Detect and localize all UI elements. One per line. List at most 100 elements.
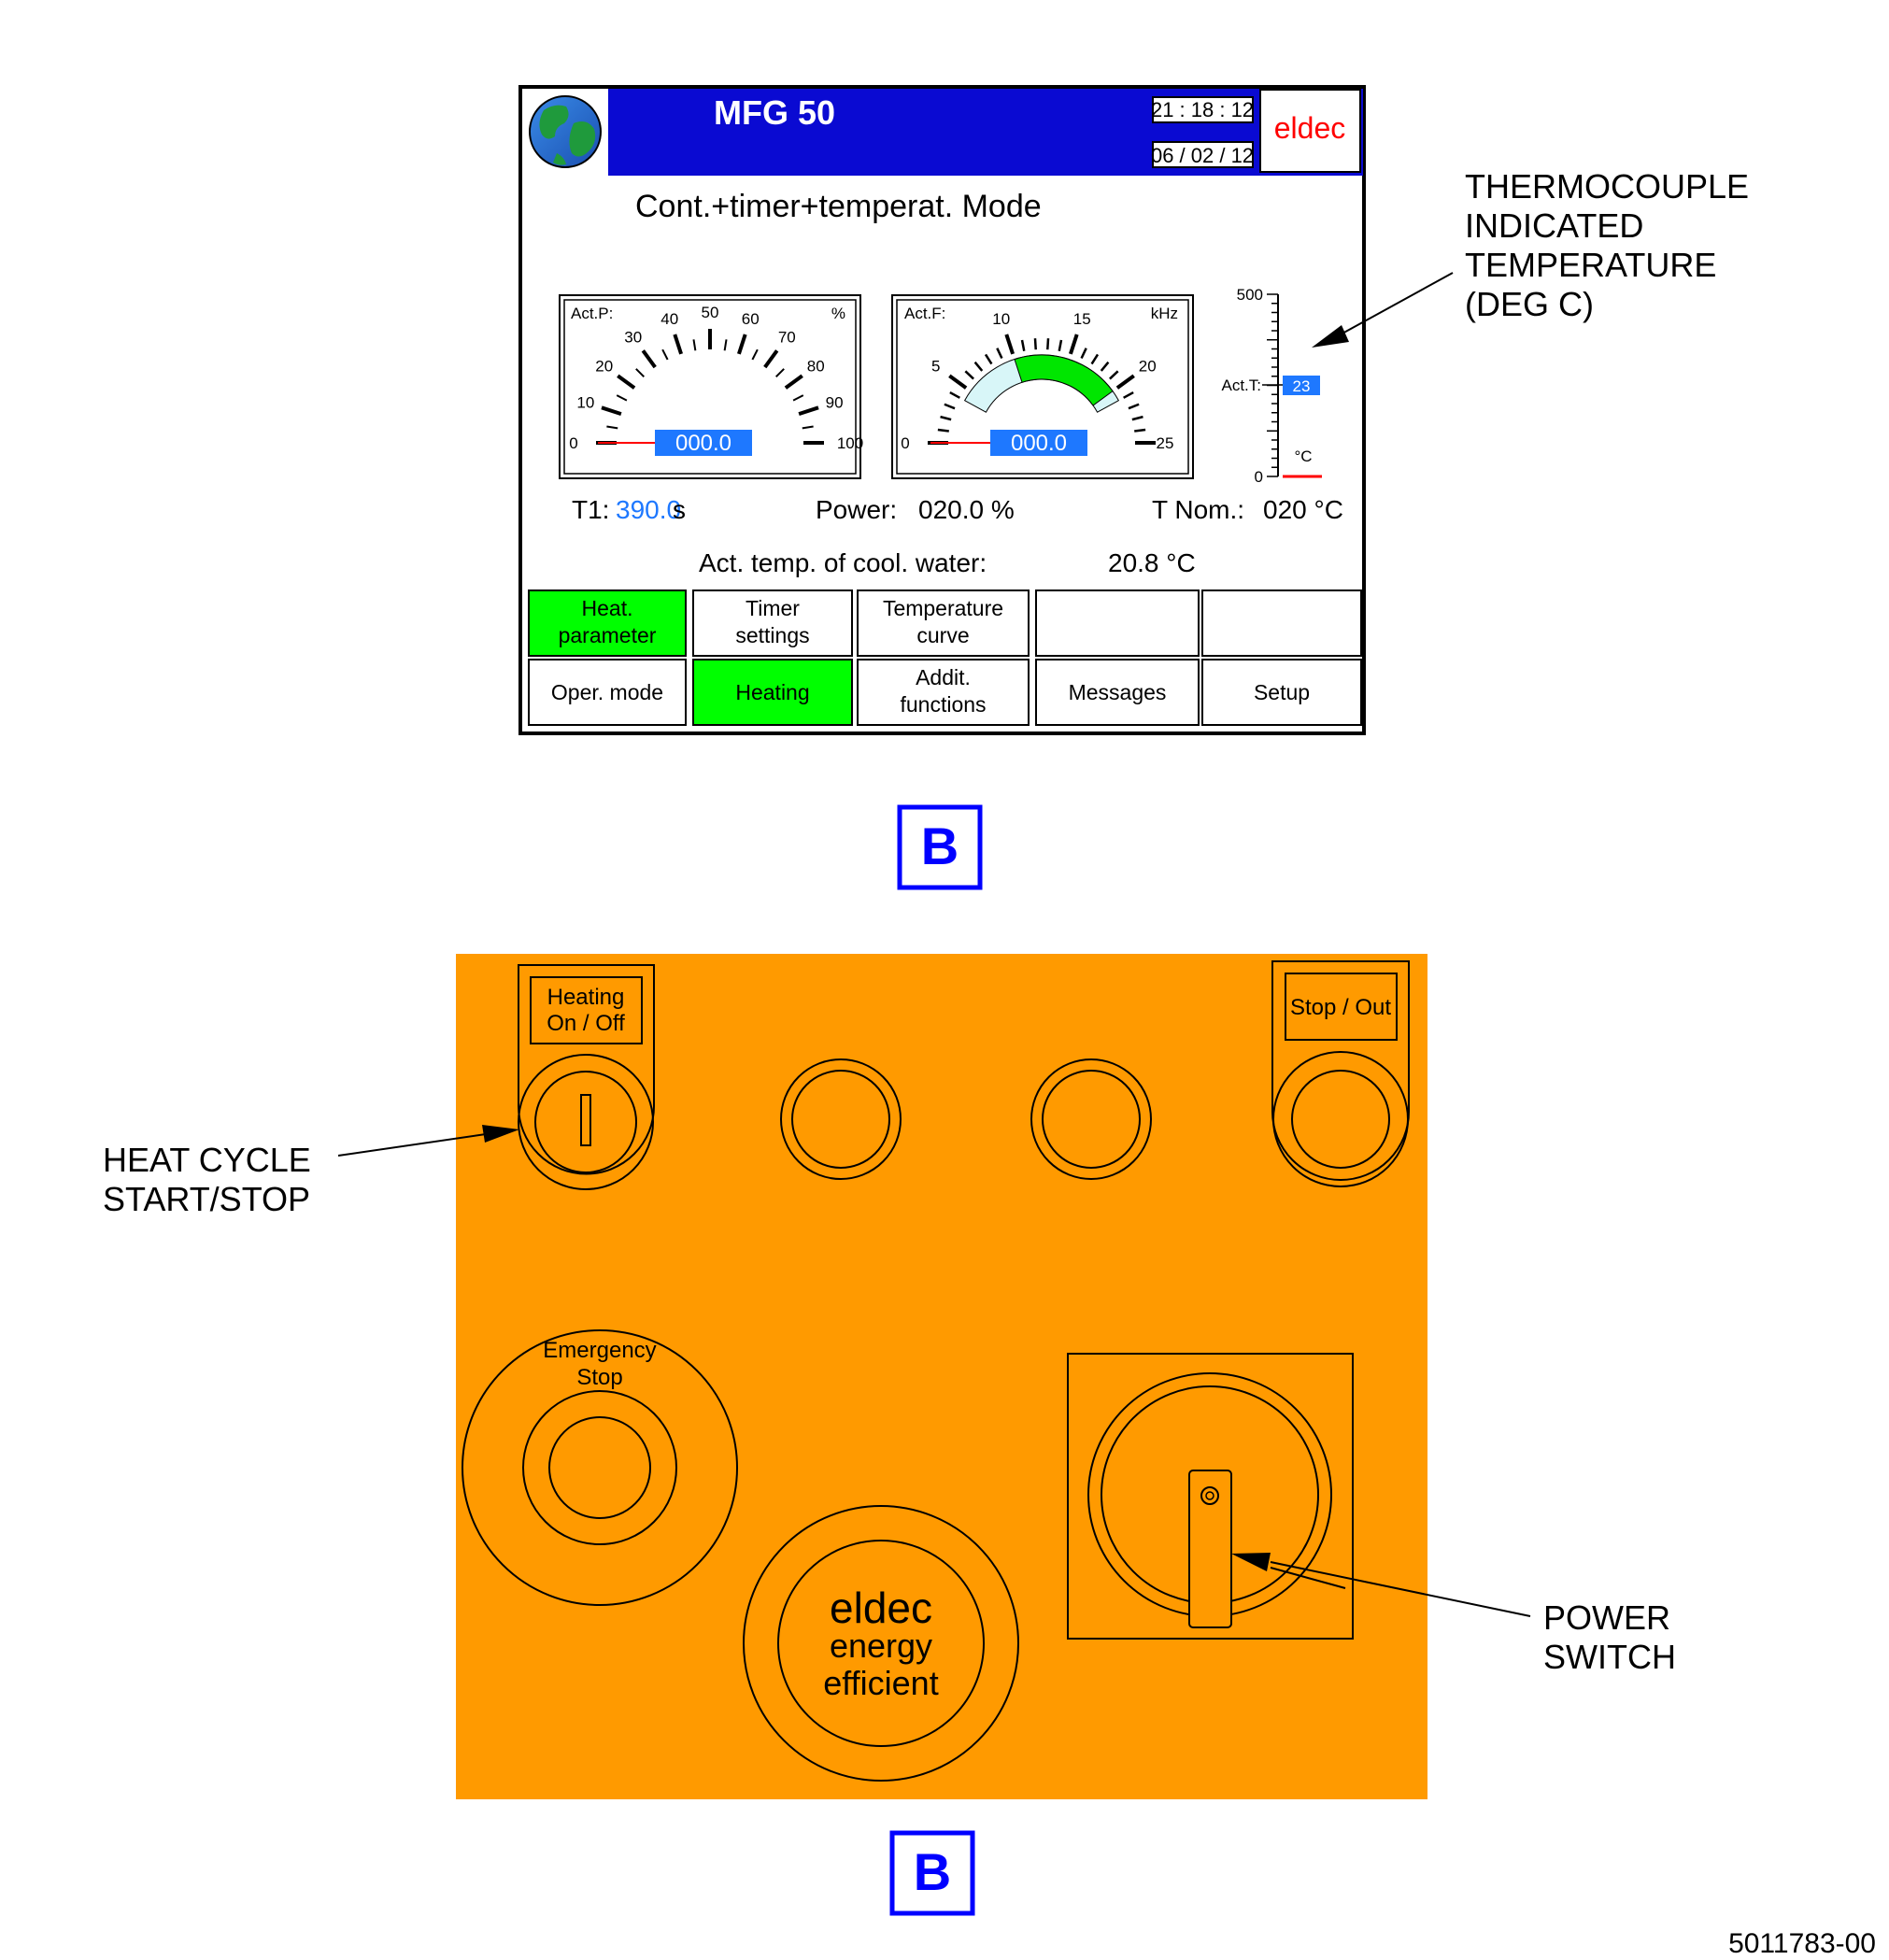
power-gauge-tick [723,339,728,351]
frequency-gauge-tick-label: 10 [992,310,1010,328]
frequency-gauge-tick [937,428,949,433]
power-switch [1067,1353,1354,1640]
frequency-gauge-tick-label: 15 [1073,310,1091,328]
frequency-gauge-tick-label: 5 [931,358,940,376]
view-label-top: B [897,804,983,890]
frequency-gauge-tick [1033,338,1037,350]
callout-text-line: TEMPERATURE [1465,246,1716,284]
callout-leader-line [337,1133,487,1157]
emergency-stop: Emergency Stop [462,1329,738,1606]
callout-arrowhead [1312,325,1349,348]
power-gauge-readout-box [655,430,752,456]
blank-button[interactable] [780,1058,902,1180]
screen-title: MFG 50 [714,93,835,132]
softkey-label: Heating [735,680,809,704]
power-switch-callout: POWER SWITCH [1231,1553,1676,1676]
callout-leader-line [1329,272,1454,341]
softkey-button[interactable] [1035,589,1200,657]
frequency-gauge-tick [949,391,960,399]
cool-water-value: 20.8 °C [1108,548,1196,577]
heat-cycle-callout: HEAT CYCLE START/STOP [103,1125,519,1218]
frequency-gauge-active-band [1014,354,1114,406]
view-label-text: B [914,1842,951,1901]
callout-leader-line [1270,1561,1531,1617]
clock-time-box [1152,96,1254,123]
stop-out-button[interactable] [1291,1070,1390,1169]
frequency-gauge-tick [973,361,984,372]
power-gauge-tick [775,368,785,377]
view-label-bottom: B [889,1830,975,1916]
callout-text-line: HEAT CYCLE [103,1141,311,1179]
blank-button[interactable] [1030,1058,1152,1180]
power-label: Power: [816,495,897,524]
frequency-gauge-tick [1004,334,1016,355]
softkey-button[interactable]: Messages [1035,659,1200,726]
frequency-gauge-tick-label: 25 [1157,434,1174,452]
power-gauge-tick-label: 40 [660,310,678,328]
power-gauge-readout: 000.0 [675,431,731,456]
brand-box [1259,89,1361,173]
softkey-label: Temperature [883,596,1003,620]
heating-on-off-button[interactable] [534,1071,637,1173]
softkey-label: Addit. [916,665,971,689]
frequency-gauge-tick [1128,403,1140,410]
stop-label-plate [1285,973,1398,1041]
callout-text-line: THERMOCOUPLE [1465,167,1749,206]
power-value: 020.0 % [918,495,1015,524]
power-gauge-tick [763,349,779,369]
power-gauge-label: Act.P: [571,305,613,322]
softkey-button[interactable]: Oper. mode [528,659,687,726]
softkey-button[interactable]: Addit.functions [857,659,1030,726]
power-switch-handle[interactable] [1188,1470,1232,1628]
power-gauge-tick-label: 10 [576,394,594,412]
power-gauge-tick [606,425,618,430]
globe-icon[interactable] [529,95,602,168]
eldec-badge: eldec energy efficient [743,1505,1019,1782]
badge-text-line: energy [830,1626,932,1665]
control-panel: Heating On / Off Stop / Out Emergency [456,954,1427,1799]
emergency-stop-button[interactable] [548,1416,651,1519]
frequency-gauge-tick [984,353,993,365]
softkey-button[interactable]: Setup [1201,659,1362,726]
frequency-gauge-readout: 000.0 [1011,431,1067,456]
temperature-scale-min: 0 [1255,468,1263,486]
view-label-text: B [921,817,959,875]
power-gauge-tick [736,334,747,355]
softkey-button[interactable]: Heating [692,659,853,726]
frequency-gauge-tick [1131,415,1143,421]
frequency-gauge-tick [1068,334,1079,355]
power-gauge-tick [784,374,803,390]
thermocouple-callout: THERMOCOUPLE INDICATED TEMPERATURE (DEG … [1312,167,1749,348]
power-gauge-tick [802,425,814,430]
softkey-row-bottom: Oper. mode Heating Addit.functions Messages… [528,659,1362,726]
frequency-gauge-tick [1058,339,1063,352]
softkey-label: Messages [1069,680,1167,704]
t-nom-label: T Nom.: [1152,495,1244,524]
temperature-scale: 500 0 Act.T: 23 °C [1221,286,1322,486]
frequency-gauge-readout-box [990,430,1087,456]
hmi-screen: MFG 50 21 : 18 : 12 06 / 02 / 12 eldec C… [518,85,1366,735]
temperature-readout-box [1283,376,1320,395]
softkey-label: Setup [1254,680,1310,704]
heating-label-line: On / Off [547,1011,625,1036]
frequency-gauge-tick [948,374,968,390]
softkey-button[interactable] [1201,589,1362,657]
mode-label: Cont.+timer+temperat. Mode [635,189,1042,224]
frequency-gauge-tick [944,403,956,410]
clock-date-box [1152,141,1254,168]
badge-text-line: efficient [823,1664,938,1702]
frequency-gauge-tick [1115,374,1135,390]
power-gauge-tick [798,405,819,417]
frequency-gauge-tick [1100,361,1110,372]
heating-label-line: Heating [547,985,625,1010]
softkey-button[interactable]: Heat.parameter [528,589,687,657]
power-gauge-tick-label: 0 [569,434,577,452]
frequency-gauge-label: Act.F: [904,305,945,322]
frequency-gauge-tick [1080,348,1087,360]
callout-arrowhead [1231,1553,1271,1571]
callout-text-line: SWITCH [1543,1638,1676,1676]
